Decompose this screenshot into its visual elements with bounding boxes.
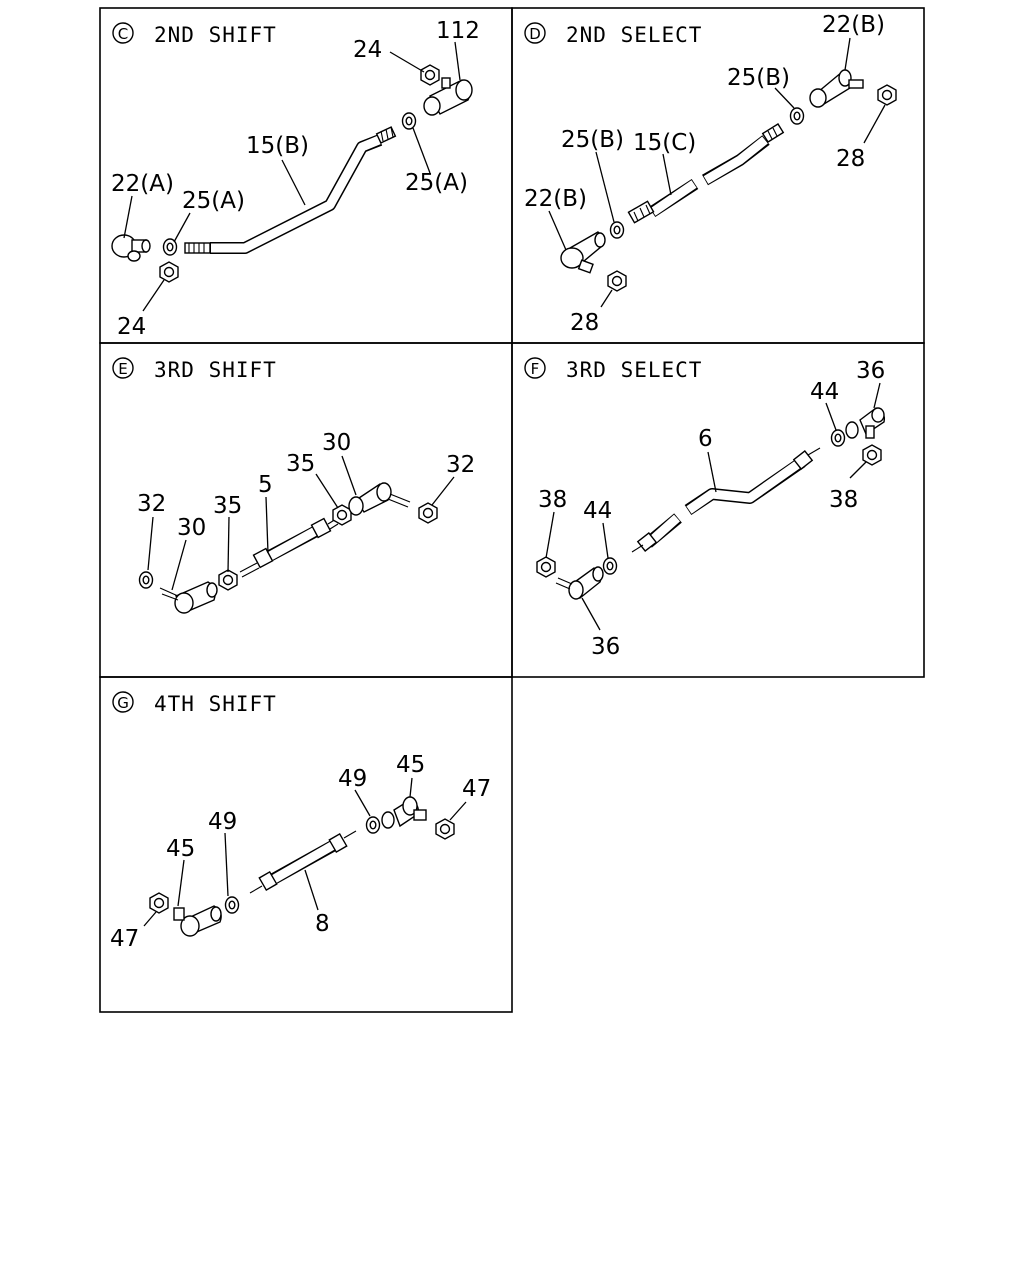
nut-28	[607, 270, 627, 292]
nut-28	[877, 84, 897, 106]
callout-25b-top: 25(B)	[727, 65, 790, 91]
callout-36-top: 36	[856, 358, 885, 384]
panel-4th-shift: G 4TH SHIFT	[99, 676, 513, 1013]
callout-35-top: 35	[286, 451, 315, 477]
panel-letter-circle	[112, 357, 134, 379]
threaded-end	[627, 200, 655, 224]
callout-32: 32	[137, 491, 166, 517]
threaded-end	[761, 123, 785, 143]
callout-28: 28	[836, 146, 865, 172]
callout-22a: 22(A)	[111, 171, 174, 197]
callout-112: 112	[436, 18, 480, 44]
panel-title: 4TH SHIFT	[154, 692, 277, 716]
panel-2nd-shift: C 2ND SHIFT	[99, 7, 513, 344]
callout-49-top: 49	[338, 766, 367, 792]
callout-44: 44	[583, 498, 612, 524]
nut-24	[420, 64, 440, 86]
panel-frame	[511, 342, 925, 678]
washer-49	[365, 816, 381, 834]
rod-end-36	[555, 566, 604, 600]
panel-3rd-shift: E 3RD SHIFT	[99, 342, 513, 678]
washer-25b	[789, 107, 805, 125]
ball-joint-22b	[809, 69, 864, 108]
nut-32	[418, 502, 438, 524]
callout-24: 24	[353, 37, 382, 63]
rod-end-45	[381, 796, 427, 829]
callout-45: 45	[166, 836, 195, 862]
callout-38: 38	[538, 487, 567, 513]
adjusting-rod-5	[239, 517, 339, 578]
callout-30-top: 30	[322, 430, 351, 456]
callout-25a-right: 25(A)	[405, 170, 468, 196]
panel-3rd-select: F 3RD SELECT	[511, 342, 925, 678]
washer-32	[138, 571, 154, 589]
panel-title: 3RD SHIFT	[154, 358, 277, 382]
nut-35	[332, 504, 352, 526]
callout-44-top: 44	[810, 379, 839, 405]
rod-end-45	[173, 905, 222, 937]
nut-24	[159, 261, 179, 283]
callout-47-right: 47	[462, 776, 491, 802]
callout-5: 5	[258, 472, 273, 498]
callout-25a: 25(A)	[182, 188, 245, 214]
panel-2nd-select: D 2ND SELECT	[511, 7, 925, 344]
panel-letter-circle	[524, 22, 546, 44]
threaded-end	[184, 242, 211, 254]
nut-47	[435, 818, 455, 840]
panel-letter: D	[529, 25, 541, 43]
callout-36: 36	[591, 634, 620, 660]
panel-letter: F	[531, 360, 540, 378]
adjusting-rod-8	[249, 830, 357, 894]
panel-title: 3RD SELECT	[566, 358, 702, 382]
washer-25b	[609, 221, 625, 239]
rod-end-30	[348, 482, 411, 516]
callout-35: 35	[213, 493, 242, 519]
threaded-end	[375, 126, 397, 144]
callout-24-bottom: 24	[117, 314, 146, 340]
callout-45-top: 45	[396, 752, 425, 778]
panel-letter: E	[118, 360, 127, 378]
callout-47: 47	[110, 926, 139, 952]
lever-112	[423, 77, 473, 116]
panel-letter: C	[118, 25, 128, 43]
panel-frame	[99, 676, 513, 1013]
callout-22b: 22(B)	[524, 186, 587, 212]
nut-35	[218, 569, 238, 591]
callout-30: 30	[177, 515, 206, 541]
threaded-end	[792, 449, 814, 471]
washer-44	[602, 557, 618, 575]
rod-end-36	[845, 407, 886, 439]
panel-letter: G	[117, 694, 129, 712]
panel-title: 2ND SHIFT	[154, 23, 277, 47]
callout-15b: 15(B)	[246, 133, 309, 159]
ball-joint-22a	[111, 234, 151, 262]
nut-47	[149, 892, 169, 914]
panel-letter-circle	[112, 22, 134, 44]
rod-end-30	[159, 581, 218, 614]
callout-38-right: 38	[829, 487, 858, 513]
nut-38	[536, 556, 556, 578]
panel-title: 2ND SELECT	[566, 23, 702, 47]
washer-49	[224, 896, 240, 914]
washer-25a	[401, 112, 417, 130]
callout-25b: 25(B)	[561, 127, 624, 153]
callout-22b-top: 22(B)	[822, 12, 885, 38]
callout-32-right: 32	[446, 452, 475, 478]
callout-49: 49	[208, 809, 237, 835]
ball-joint-22b	[560, 231, 606, 274]
panel-letter-circle	[112, 691, 134, 713]
callout-15c: 15(C)	[633, 130, 696, 156]
panel-letter-circle	[524, 357, 546, 379]
callout-28-bottom: 28	[570, 310, 599, 336]
callout-8: 8	[315, 911, 330, 937]
callout-6: 6	[698, 426, 713, 452]
washer-44	[830, 429, 846, 447]
